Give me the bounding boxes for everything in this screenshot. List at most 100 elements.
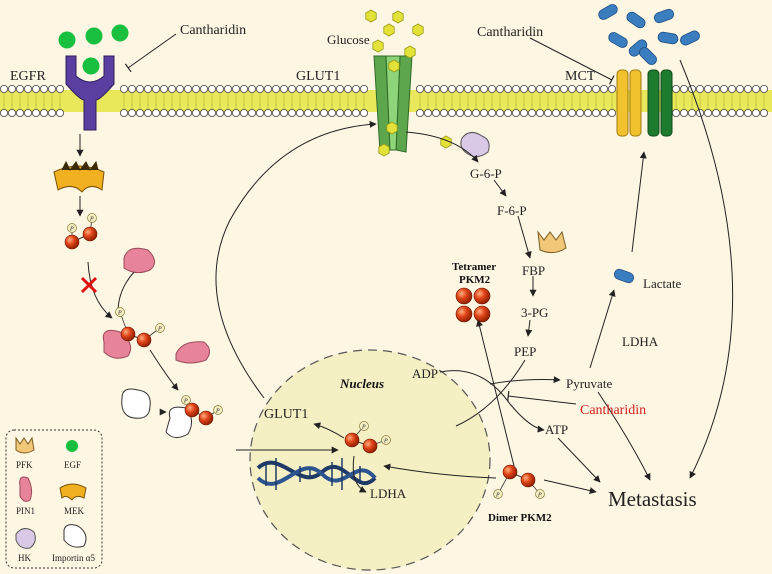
f6p-label: F-6-P: [497, 203, 527, 218]
lipid-head: [295, 109, 304, 118]
block-x-icon: [80, 276, 98, 294]
lipid-head: [183, 109, 192, 118]
lipid-head: [455, 85, 464, 94]
lipid-head: [552, 85, 561, 94]
lipid-head: [231, 85, 240, 94]
importin-icon: [121, 388, 151, 419]
arrow-lactate-to-mct: [631, 151, 647, 253]
lipid-head: [760, 109, 769, 118]
pep-label: PEP: [514, 344, 536, 359]
lipid-head: [199, 85, 208, 94]
lipid-head: [592, 85, 601, 94]
pkm2-subunit: [520, 472, 536, 488]
lipid-head: [247, 85, 256, 94]
mct-label: MCT: [565, 69, 596, 84]
lipid-head: [167, 85, 176, 94]
lipid-head: [175, 85, 184, 94]
glucose-icon: [392, 10, 404, 24]
lipid-head: [143, 85, 152, 94]
lipid-head: [415, 85, 424, 94]
lipid-head: [560, 85, 569, 94]
nucleus: [249, 349, 491, 571]
lipid-head: [159, 109, 168, 118]
pkm2-subunit: [184, 402, 200, 418]
lactate-icon: [657, 31, 679, 45]
tetramer-label: Tetramer: [452, 261, 496, 273]
lipid-head: [231, 109, 240, 118]
arrow-g6p-to-f6p: [493, 179, 507, 197]
lipid-head: [503, 85, 512, 94]
glucose-icon: [383, 23, 395, 37]
mek-icon: [59, 483, 87, 501]
lipid-head: [439, 109, 448, 118]
pkm2-subunit: [136, 332, 152, 348]
lipid-head: [295, 85, 304, 94]
lipid-head: [151, 109, 160, 118]
lipid-head: [48, 109, 57, 118]
lipid-head: [744, 109, 753, 118]
lipid-head: [712, 85, 721, 94]
lipid-head: [359, 85, 368, 94]
arrow-nucleus-to-glut1: [313, 422, 345, 439]
ldha-nucleus-label: LDHA: [370, 486, 407, 501]
lipid-head: [672, 109, 681, 118]
atp-label: ATP: [545, 422, 568, 437]
lipid-head: [23, 85, 32, 94]
pkm2-subunit: [455, 287, 473, 305]
legend-label: PFK: [16, 460, 33, 470]
lipid-head: [23, 109, 32, 118]
lipid-head: [744, 85, 753, 94]
lipid-head: [56, 109, 65, 118]
egf-ligands: [58, 24, 129, 75]
lipid-head: [127, 109, 136, 118]
pyruvate-label: Pyruvate: [566, 376, 612, 391]
lipid-head: [528, 109, 537, 118]
lipid-head: [199, 109, 208, 118]
phosphate-icon: [155, 323, 165, 333]
lipid-head: [120, 109, 129, 118]
pkm2-subunit: [82, 226, 98, 242]
lipid-head: [560, 109, 569, 118]
lipid-head: [431, 85, 440, 94]
legend-label: MEK: [64, 506, 85, 516]
lipid-head: [335, 85, 344, 94]
lipid-head: [15, 109, 24, 118]
lipid-head: [359, 109, 368, 118]
lipid-head: [175, 109, 184, 118]
glut1-membrane-label: GLUT1: [296, 69, 340, 84]
lipid-head: [415, 109, 424, 118]
arrow-pkm2-to-pin1-complex: [149, 349, 179, 391]
lipid-head: [552, 109, 561, 118]
arrow-f6p-to-fbp: [517, 215, 532, 259]
arrow-glut1-loop: [215, 120, 377, 399]
pkm2-subunit: [502, 464, 518, 480]
glut1-nucleus-label: GLUT1: [264, 407, 308, 422]
arrow-dimer-pkm2-to-nucleus: [383, 463, 497, 479]
lipid-head: [536, 109, 545, 118]
lipid-head: [215, 109, 224, 118]
arrow-glucose-to-g6p: [405, 131, 479, 163]
arrow-pep-cross: [455, 359, 526, 427]
lipid-head: [271, 109, 280, 118]
lipid-head: [343, 109, 352, 118]
lipid-head: [471, 109, 480, 118]
lipid-head: [728, 109, 737, 118]
lipid-head: [335, 109, 344, 118]
phosphate-icon: [181, 395, 191, 405]
arrow-pyruvate-to-lactate: [589, 289, 616, 369]
phosphate-label: P: [383, 439, 388, 445]
lactate-label: Lactate: [643, 276, 681, 291]
pkm2-subunit: [344, 432, 360, 448]
lipid-head: [720, 85, 729, 94]
lipid-head: [143, 109, 152, 118]
lipid-head: [736, 85, 745, 94]
lipid-head: [239, 109, 248, 118]
lipid-head: [247, 109, 256, 118]
lipid-head: [327, 85, 336, 94]
lipid-head: [223, 85, 232, 94]
lipid-head: [151, 85, 160, 94]
lipid-head: [503, 109, 512, 118]
lipid-head: [600, 109, 609, 118]
lipid-head: [0, 85, 8, 94]
